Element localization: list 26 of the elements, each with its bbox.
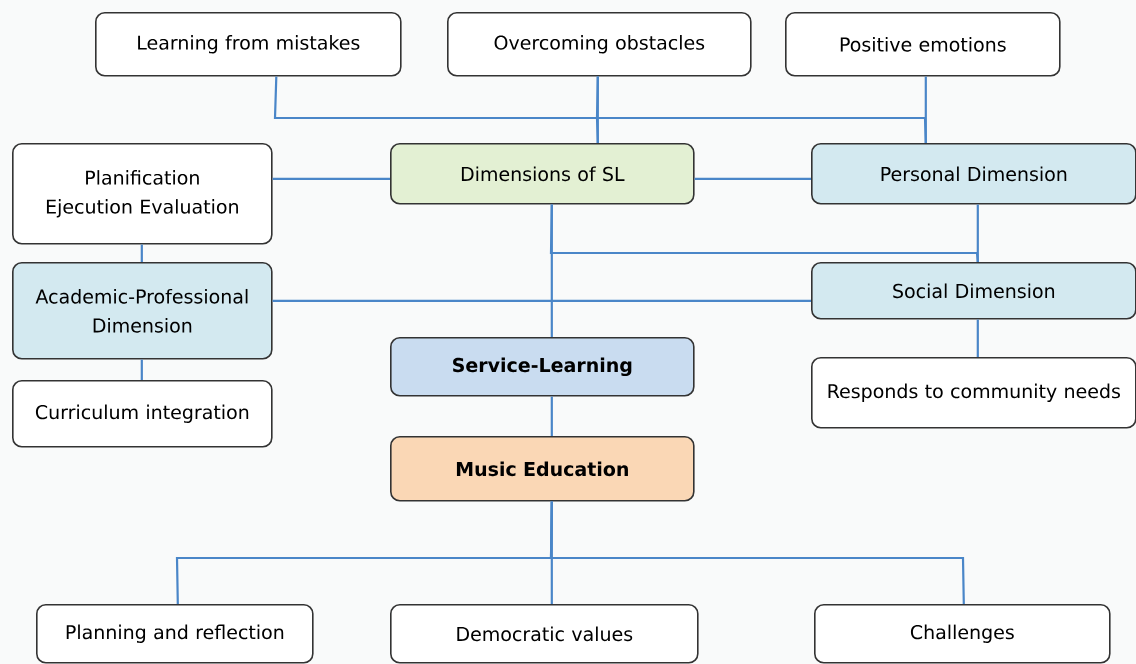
connector-line [694,177,811,180]
dimension-box: Academic-Professional Dimension [12,262,273,360]
connector-line [549,501,965,604]
topic-box: Responds to community needs [811,357,1136,429]
connector-line [549,204,979,263]
topic-box: Democratic values [390,604,699,664]
central-box: Dimensions of SL [390,143,695,205]
connector-line [272,177,390,180]
topic-box: Learning from mistakes [95,12,402,77]
topic-box: Planification Ejecution Evaluation [12,143,273,245]
concept-box: Service-Learning [390,337,695,397]
topic-box: Positive emotions [785,12,1061,77]
connector-line [976,204,979,262]
connector-line [924,76,927,143]
connector-line [140,359,143,380]
connector-line [976,319,979,357]
concept-box: Music Education [390,436,695,502]
dimension-box: Social Dimension [811,262,1136,320]
dimension-box: Personal Dimension [811,143,1136,205]
topic-box: Planning and reflection [36,604,314,664]
connector-line [140,244,143,262]
topic-box: Overcoming obstacles [447,12,752,77]
connector-line [272,299,811,302]
topic-box: Curriculum integration [12,380,273,448]
connector-line [550,396,553,436]
topic-box: Challenges [814,604,1111,664]
